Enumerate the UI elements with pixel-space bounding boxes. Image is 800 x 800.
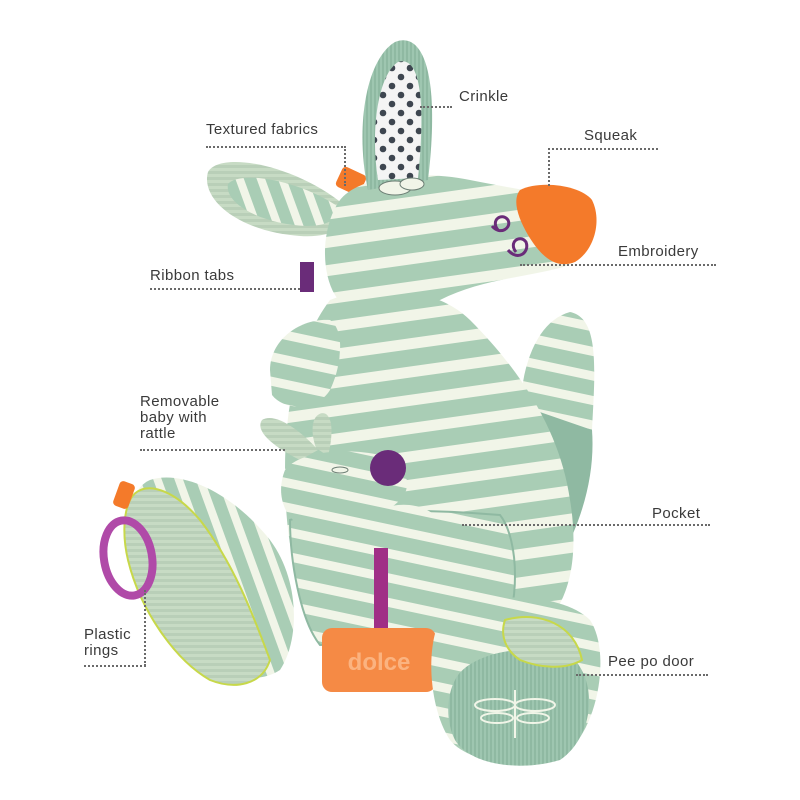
leader-pocket	[462, 524, 710, 526]
callout-ribbon-tabs: Ribbon tabs	[150, 267, 235, 284]
callout-plastic-rings-line-1: Plastic	[84, 626, 131, 643]
callout-crinkle: Crinkle	[459, 88, 509, 105]
leader-textured-fabrics	[206, 146, 346, 148]
teether: dolce	[322, 548, 436, 692]
arm	[270, 319, 341, 407]
leader-ribbon-tabs	[150, 288, 300, 290]
callout-removable-baby-line-1: Removable	[140, 393, 220, 410]
embroidery-swirls	[490, 215, 529, 257]
callout-removable-baby-line-2: baby with	[140, 409, 207, 426]
leader-removable-baby	[140, 449, 285, 451]
left-ear	[206, 161, 350, 237]
leader-crinkle	[420, 106, 452, 108]
callout-removable-baby-line-3: rattle	[140, 425, 176, 442]
dragonfly-icon	[474, 690, 556, 738]
callout-plastic-rings: Plastic rings	[84, 627, 131, 659]
leader-textured-fabrics-v	[344, 146, 346, 186]
baby-kangaroo	[260, 413, 438, 535]
leader-squeak-v	[548, 148, 550, 186]
leader-plastic-rings	[84, 665, 146, 667]
plastic-ring	[99, 516, 157, 600]
purple-ribbon-tab	[300, 262, 314, 292]
callout-pee-po-door: Pee po door	[608, 653, 695, 670]
left-foot	[113, 477, 294, 686]
eyes	[378, 177, 425, 196]
callout-pocket: Pocket	[652, 505, 701, 522]
leader-plastic-rings-v	[144, 590, 146, 666]
right-foot	[431, 597, 601, 766]
leader-squeak	[548, 148, 658, 150]
nose-squeak	[516, 184, 597, 265]
teether-logo: dolce	[348, 649, 411, 676]
paw	[338, 335, 457, 422]
right-ear-crinkle	[362, 40, 433, 190]
callout-textured-fabrics: Textured fabrics	[206, 121, 319, 138]
callout-embroidery: Embroidery	[618, 243, 699, 260]
leader-embroidery	[520, 264, 716, 266]
callout-removable-baby: Removable baby with rattle	[140, 394, 219, 442]
callout-plastic-rings-line-2: rings	[84, 642, 119, 659]
leader-pee-po-door	[576, 674, 708, 676]
callout-squeak: Squeak	[584, 127, 638, 144]
